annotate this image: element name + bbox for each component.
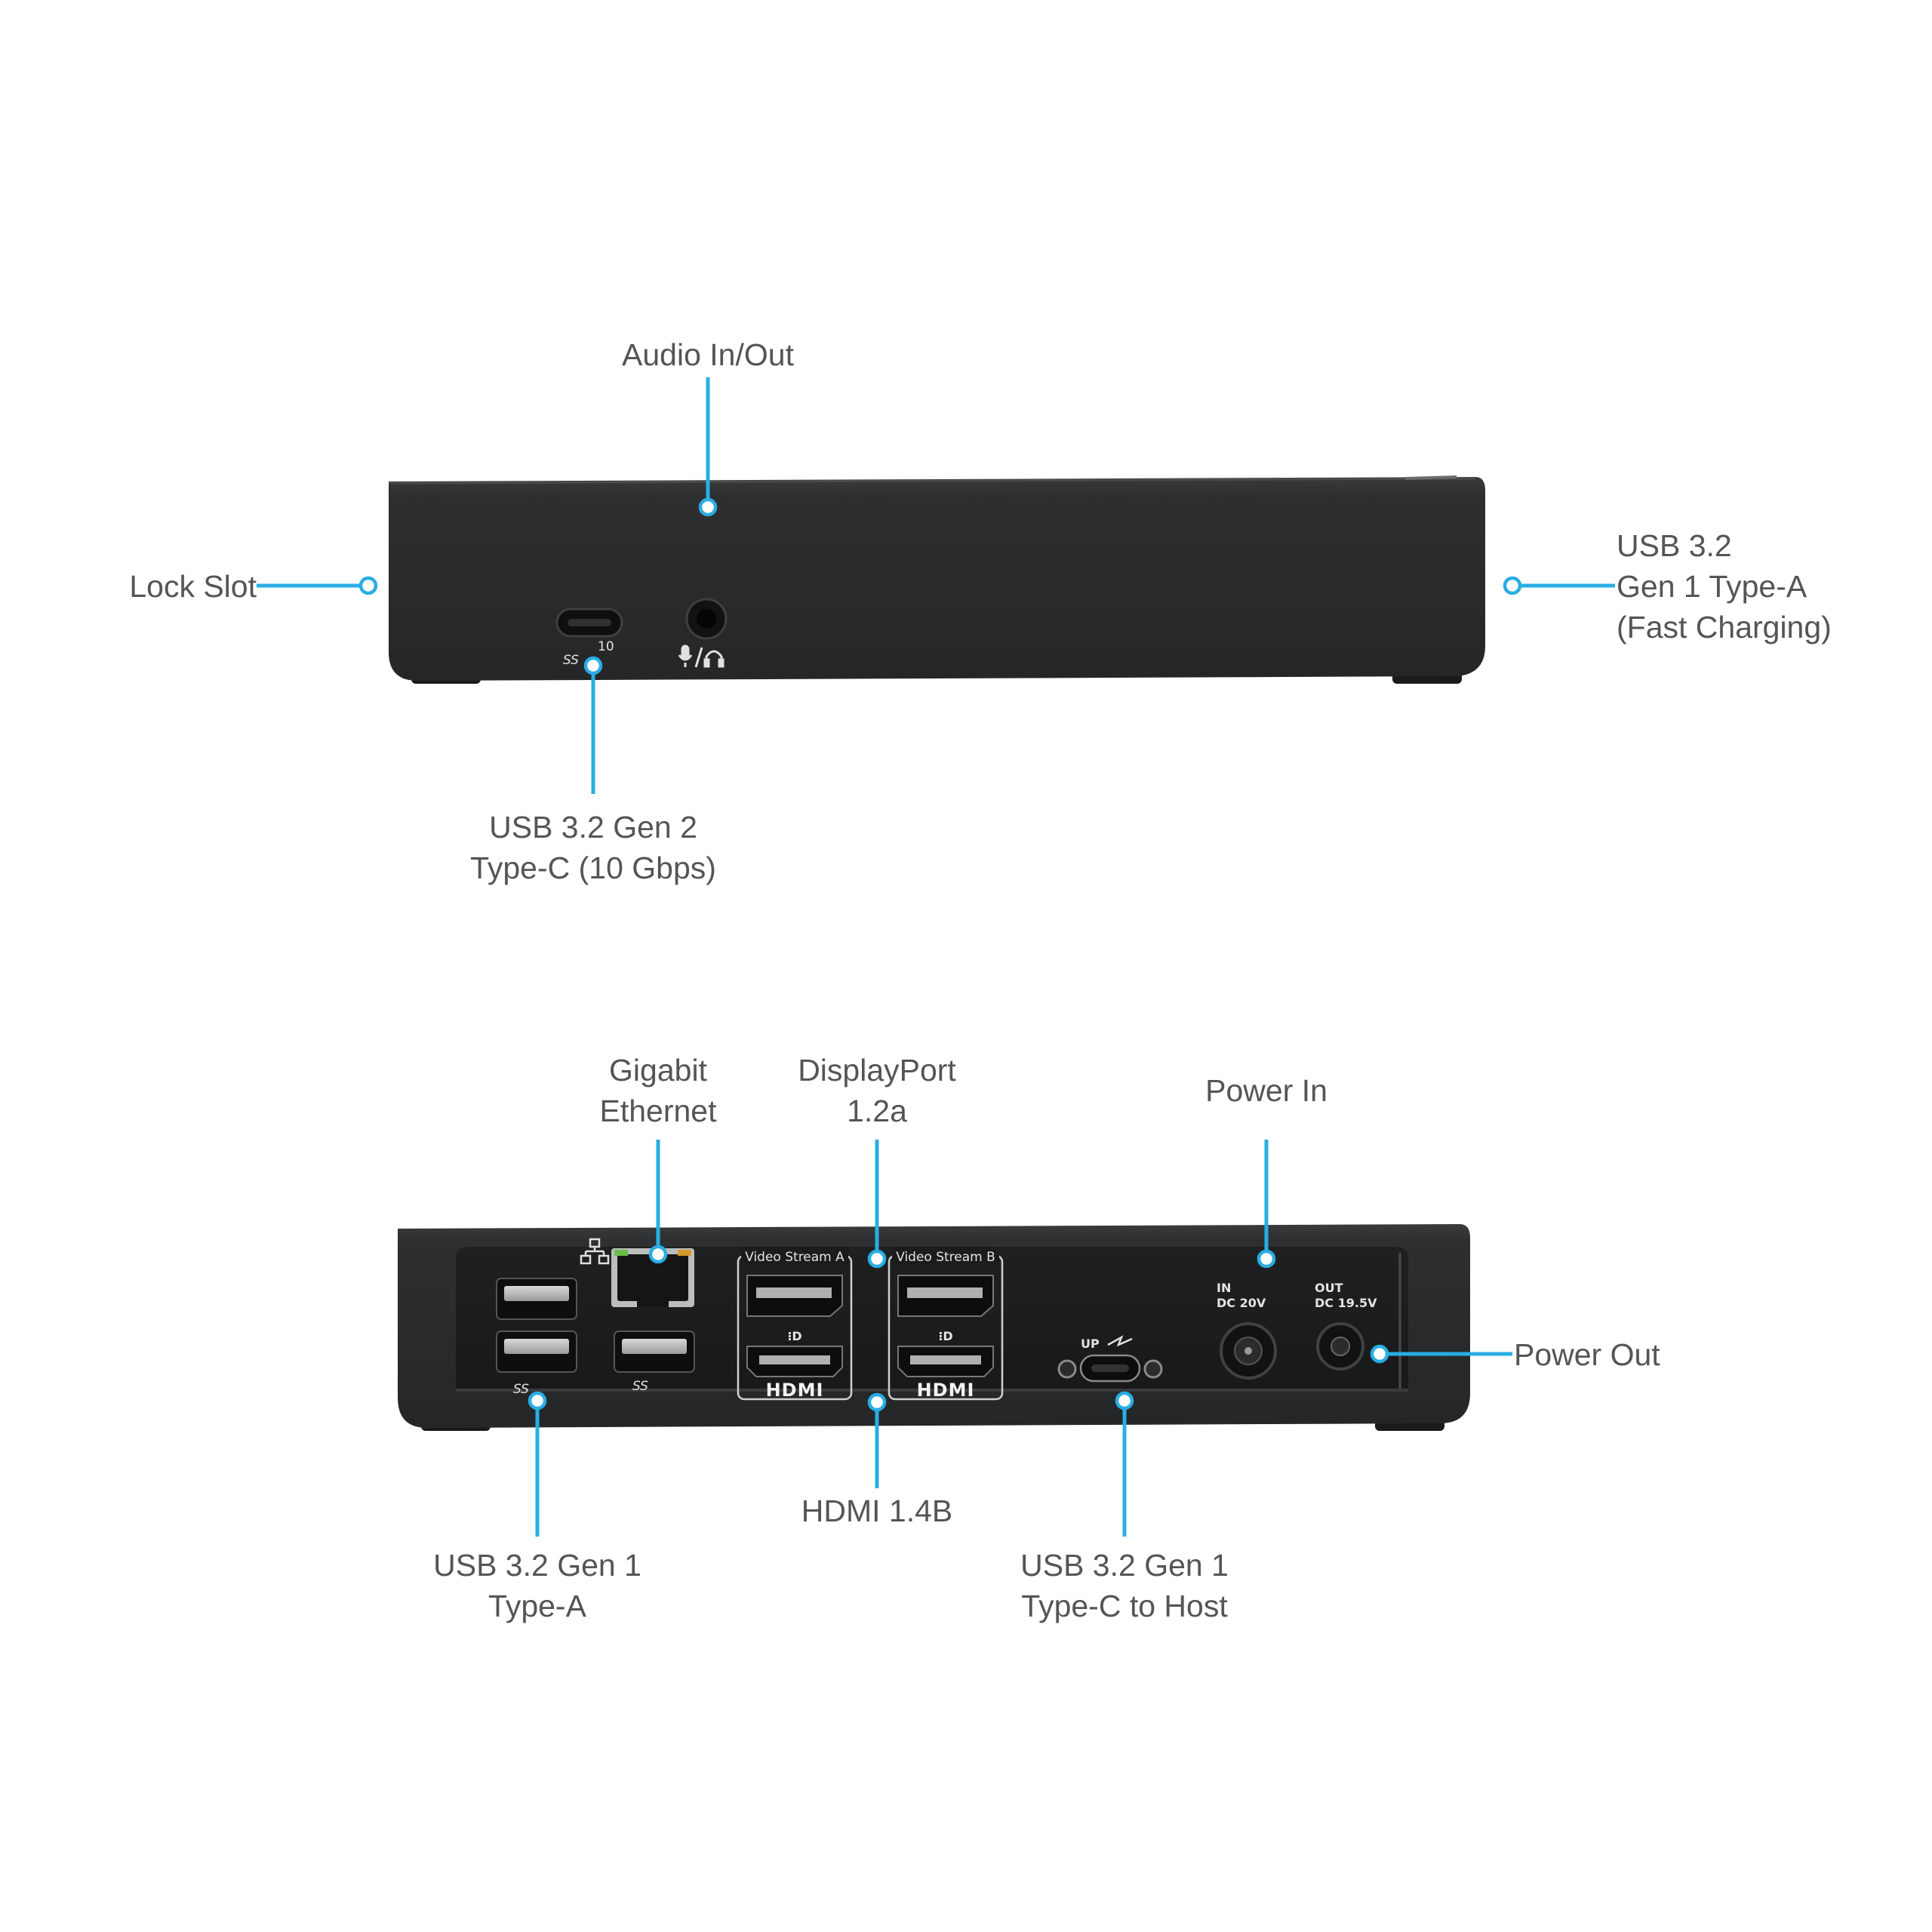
callout-displayport: DisplayPort 1.2a [798,1053,956,1269]
front-usb-c-speed: 10 [598,639,614,654]
callout-usb-a-fast-line-3: (Fast Charging) [1617,610,1832,645]
callout-usb-c-host-line-1: USB 3.2 Gen 1 [1020,1548,1229,1583]
callout-usb-a-rear-line-2: Type-A [488,1589,587,1623]
displayport-a-logo: ⁝D [787,1329,801,1343]
callout-usb-a-rear: USB 3.2 Gen 1 Type-A [433,1391,641,1623]
callout-ethernet-line-2: Ethernet [600,1094,718,1128]
displayport-b-logo: ⁝D [938,1329,952,1343]
callout-audio-label: Audio In/Out [622,337,795,372]
callout-power-in-label: Power In [1205,1073,1327,1108]
front-usb-c-port[interactable] [555,608,623,638]
video-stream-b-group: Video Stream B ⁝D HDMI [888,1247,1004,1401]
displayport-a-port[interactable] [746,1275,843,1317]
rear-device: SS SS Video Stream A [398,1224,1470,1431]
callout-power-in: Power In [1205,1073,1327,1269]
audio-jack[interactable] [685,598,728,640]
front-device: SS 10 [388,475,1485,684]
video-stream-b-label: Video Stream B [896,1250,995,1265]
callout-usb-a-fast-line-1: USB 3.2 [1617,528,1732,563]
callout-hdmi: HDMI 1.4B [801,1392,953,1528]
callout-lock-slot-label: Lock Slot [129,569,257,604]
hdmi-a-port[interactable] [746,1346,843,1377]
callout-usb-c-host-line-2: Type-C to Host [1021,1589,1228,1623]
callout-usb-a-rear-line-1: USB 3.2 Gen 1 [433,1548,641,1583]
rear-usb-a-port-bottom[interactable] [496,1331,577,1373]
power-out-jack[interactable] [1316,1322,1364,1371]
callout-power-out-label: Power Out [1514,1337,1660,1372]
callout-displayport-line-2: 1.2a [847,1094,907,1128]
hdmi-b-logo: HDMI [917,1380,975,1401]
ethernet-port[interactable] [611,1248,694,1307]
up-label: UP [1081,1337,1100,1351]
hdmi-a-logo: HDMI [766,1380,824,1401]
callout-displayport-line-1: DisplayPort [798,1053,956,1088]
power-out-label: OUT [1315,1281,1343,1295]
callout-usb-c-front-line-1: USB 3.2 Gen 2 [489,810,697,844]
callout-audio: Audio In/Out [622,337,795,517]
callout-lock-slot: Lock Slot [129,569,378,604]
power-out-rating: DC 19.5V [1315,1296,1377,1310]
callout-ethernet: Gigabit Ethernet [600,1053,718,1264]
callout-usb-c-front-line-2: Type-C (10 Gbps) [470,851,716,885]
callout-hdmi-label: HDMI 1.4B [801,1494,953,1528]
video-stream-a-label: Video Stream A [745,1250,844,1265]
callout-usb-a-fast-line-2: Gen 1 Type-A [1617,569,1807,604]
callout-usb-c-front: USB 3.2 Gen 2 Type-C (10 Gbps) [470,656,716,885]
power-in-jack[interactable] [1220,1322,1277,1380]
displayport-b-port[interactable] [897,1275,994,1317]
front-usb-c-logo: SS [563,653,579,668]
usb-c-host-port[interactable] [1057,1354,1163,1383]
callout-ethernet-line-1: Gigabit [609,1053,708,1088]
power-in-label: IN [1217,1281,1231,1295]
power-in-rating: DC 20V [1217,1296,1266,1310]
mic-headphone-icon [678,645,724,668]
callout-power-out: Power Out [1370,1337,1660,1372]
video-stream-a-group: Video Stream A ⁝D HDMI [737,1247,853,1401]
rear-usb-a-port-middle[interactable] [614,1331,695,1373]
network-icon [580,1238,610,1265]
front-body [389,477,1485,681]
hdmi-b-port[interactable] [897,1346,994,1377]
rear-usb-a-logo-middle: SS [632,1379,648,1394]
callout-usb-c-host: USB 3.2 Gen 1 Type-C to Host [1020,1391,1229,1623]
callout-usb-a-fast: USB 3.2 Gen 1 Type-A (Fast Charging) [1503,528,1832,645]
thunder-icon [1107,1335,1133,1347]
rear-usb-a-port-top[interactable] [496,1278,577,1320]
rear-usb-a-logo-left: SS [513,1382,529,1397]
